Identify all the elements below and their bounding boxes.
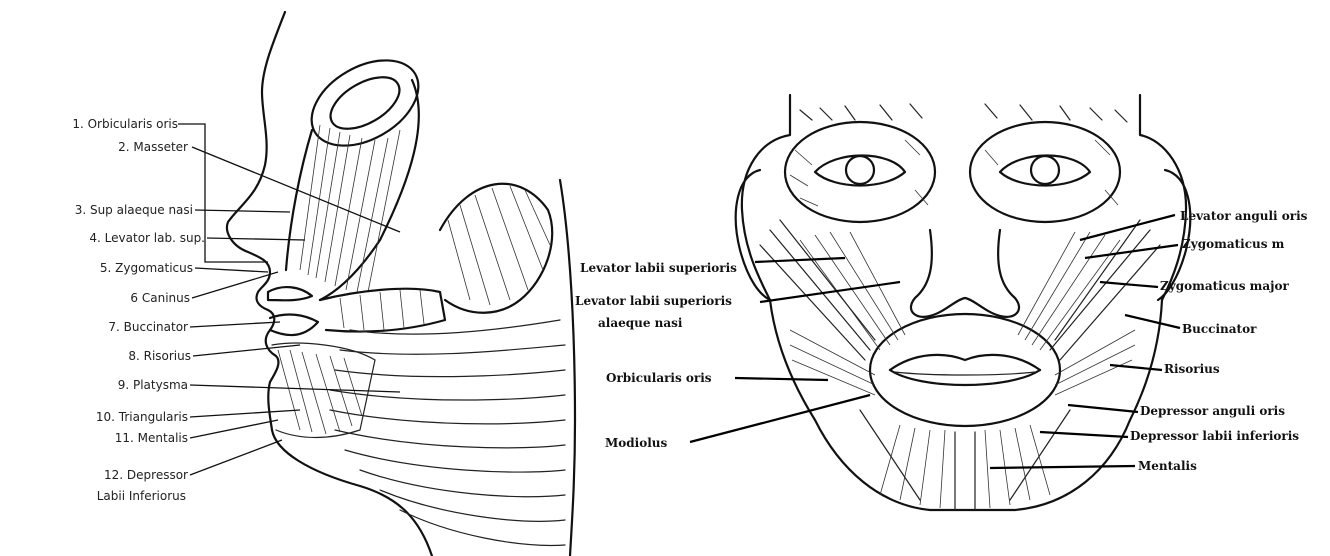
label-masseter: 2. Masseter: [118, 140, 188, 154]
label-platysma: 9. Platysma: [118, 378, 188, 392]
label-labii-inferiorus: Labii Inferiorus: [97, 489, 186, 503]
label-zygomaticus-major: Zygomaticus major: [1160, 279, 1289, 293]
label-buccinator: 7. Buccinator: [108, 320, 188, 334]
label-levator-labii-superioris-alaeque: Levator labii superioris: [575, 294, 732, 308]
label-alaeque-nasi: alaeque nasi: [598, 316, 683, 330]
label-buccinator-right: Buccinator: [1182, 322, 1257, 336]
label-levator-lab-sup: 4. Levator lab. sup.: [89, 231, 205, 245]
label-depressor-labii-inferioris: Depressor labii inferioris: [1130, 429, 1299, 443]
left-label-list: 1. Orbicularis oris 2. Masseter 3. Sup a…: [72, 117, 205, 503]
right-label-list: Levator labii superioris Levator labii s…: [575, 209, 1308, 473]
label-mentalis-right: Mentalis: [1138, 459, 1197, 473]
frontal-face-drawing: [736, 95, 1190, 510]
label-mentalis: 11. Mentalis: [115, 431, 188, 445]
label-sup-alaeque-nasi: 3. Sup alaeque nasi: [75, 203, 193, 217]
label-depressor: 12. Depressor: [104, 468, 188, 482]
right-leader-lines: [690, 215, 1180, 468]
label-depressor-anguli-oris: Depressor anguli oris: [1140, 404, 1285, 418]
label-zygomaticus-minor: Zygomaticus m: [1182, 237, 1285, 251]
label-zygomaticus: 5. Zygomaticus: [100, 261, 193, 275]
label-risorius-right: Risorius: [1164, 362, 1220, 376]
label-caninus: 6 Caninus: [130, 291, 190, 305]
label-levator-anguli-oris: Levator anguli oris: [1180, 209, 1308, 223]
label-orbicularis-oris: 1. Orbicularis oris: [72, 117, 178, 131]
profile-face-drawing: [227, 12, 575, 556]
label-orbicularis-oris-right: Orbicularis oris: [606, 371, 712, 385]
label-modiolus: Modiolus: [605, 436, 668, 450]
label-risorius: 8. Risorius: [128, 349, 191, 363]
label-levator-labii-superioris: Levator labii superioris: [580, 261, 737, 275]
label-triangularis: 10. Triangularis: [96, 410, 188, 424]
